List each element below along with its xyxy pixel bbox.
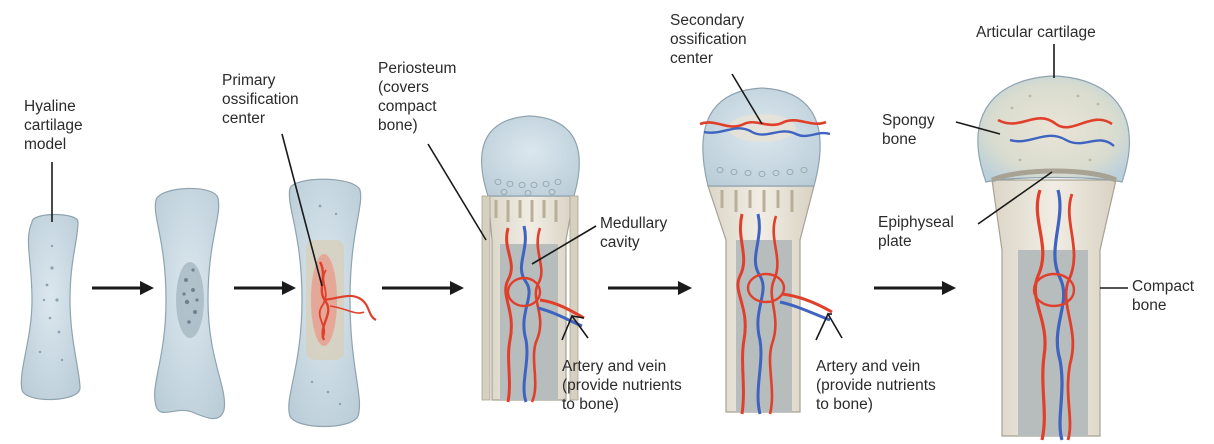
label-primary-ossification-center: Primary ossification center [222, 71, 299, 128]
label-compact-bone: Compact bone [1132, 277, 1194, 315]
label-medullary-cavity: Medullary cavity [600, 214, 667, 252]
label-artery-vein-2: Artery and vein (provide nutrients to bo… [816, 357, 936, 414]
label-periosteum: Periosteum (covers compact bone) [378, 59, 456, 135]
arrow-2-head [282, 281, 296, 295]
label-hyaline-cartilage-model: Hyaline cartilage model [24, 97, 83, 154]
stage-5-secondary-ossification [700, 88, 832, 414]
arrow-3-head [450, 281, 464, 295]
label-articular-cartilage: Articular cartilage [976, 23, 1096, 42]
label-artery-vein-1: Artery and vein (provide nutrients to bo… [562, 357, 682, 414]
stage-1-hyaline-model [21, 215, 80, 400]
arrow-4-head [678, 281, 692, 295]
stage-6-mature-bone [978, 76, 1129, 440]
label-spongy-bone: Spongy bone [882, 111, 935, 149]
label-epiphyseal-plate: Epiphyseal plate [878, 213, 954, 251]
label-secondary-ossification-center: Secondary ossification center [670, 11, 747, 68]
callout-lines [52, 44, 1128, 340]
stage-2-cartilage-model [155, 188, 225, 418]
arrow-1-head [140, 281, 154, 295]
arrow-5-head [942, 281, 956, 295]
stage-3-primary-ossification [289, 179, 376, 426]
